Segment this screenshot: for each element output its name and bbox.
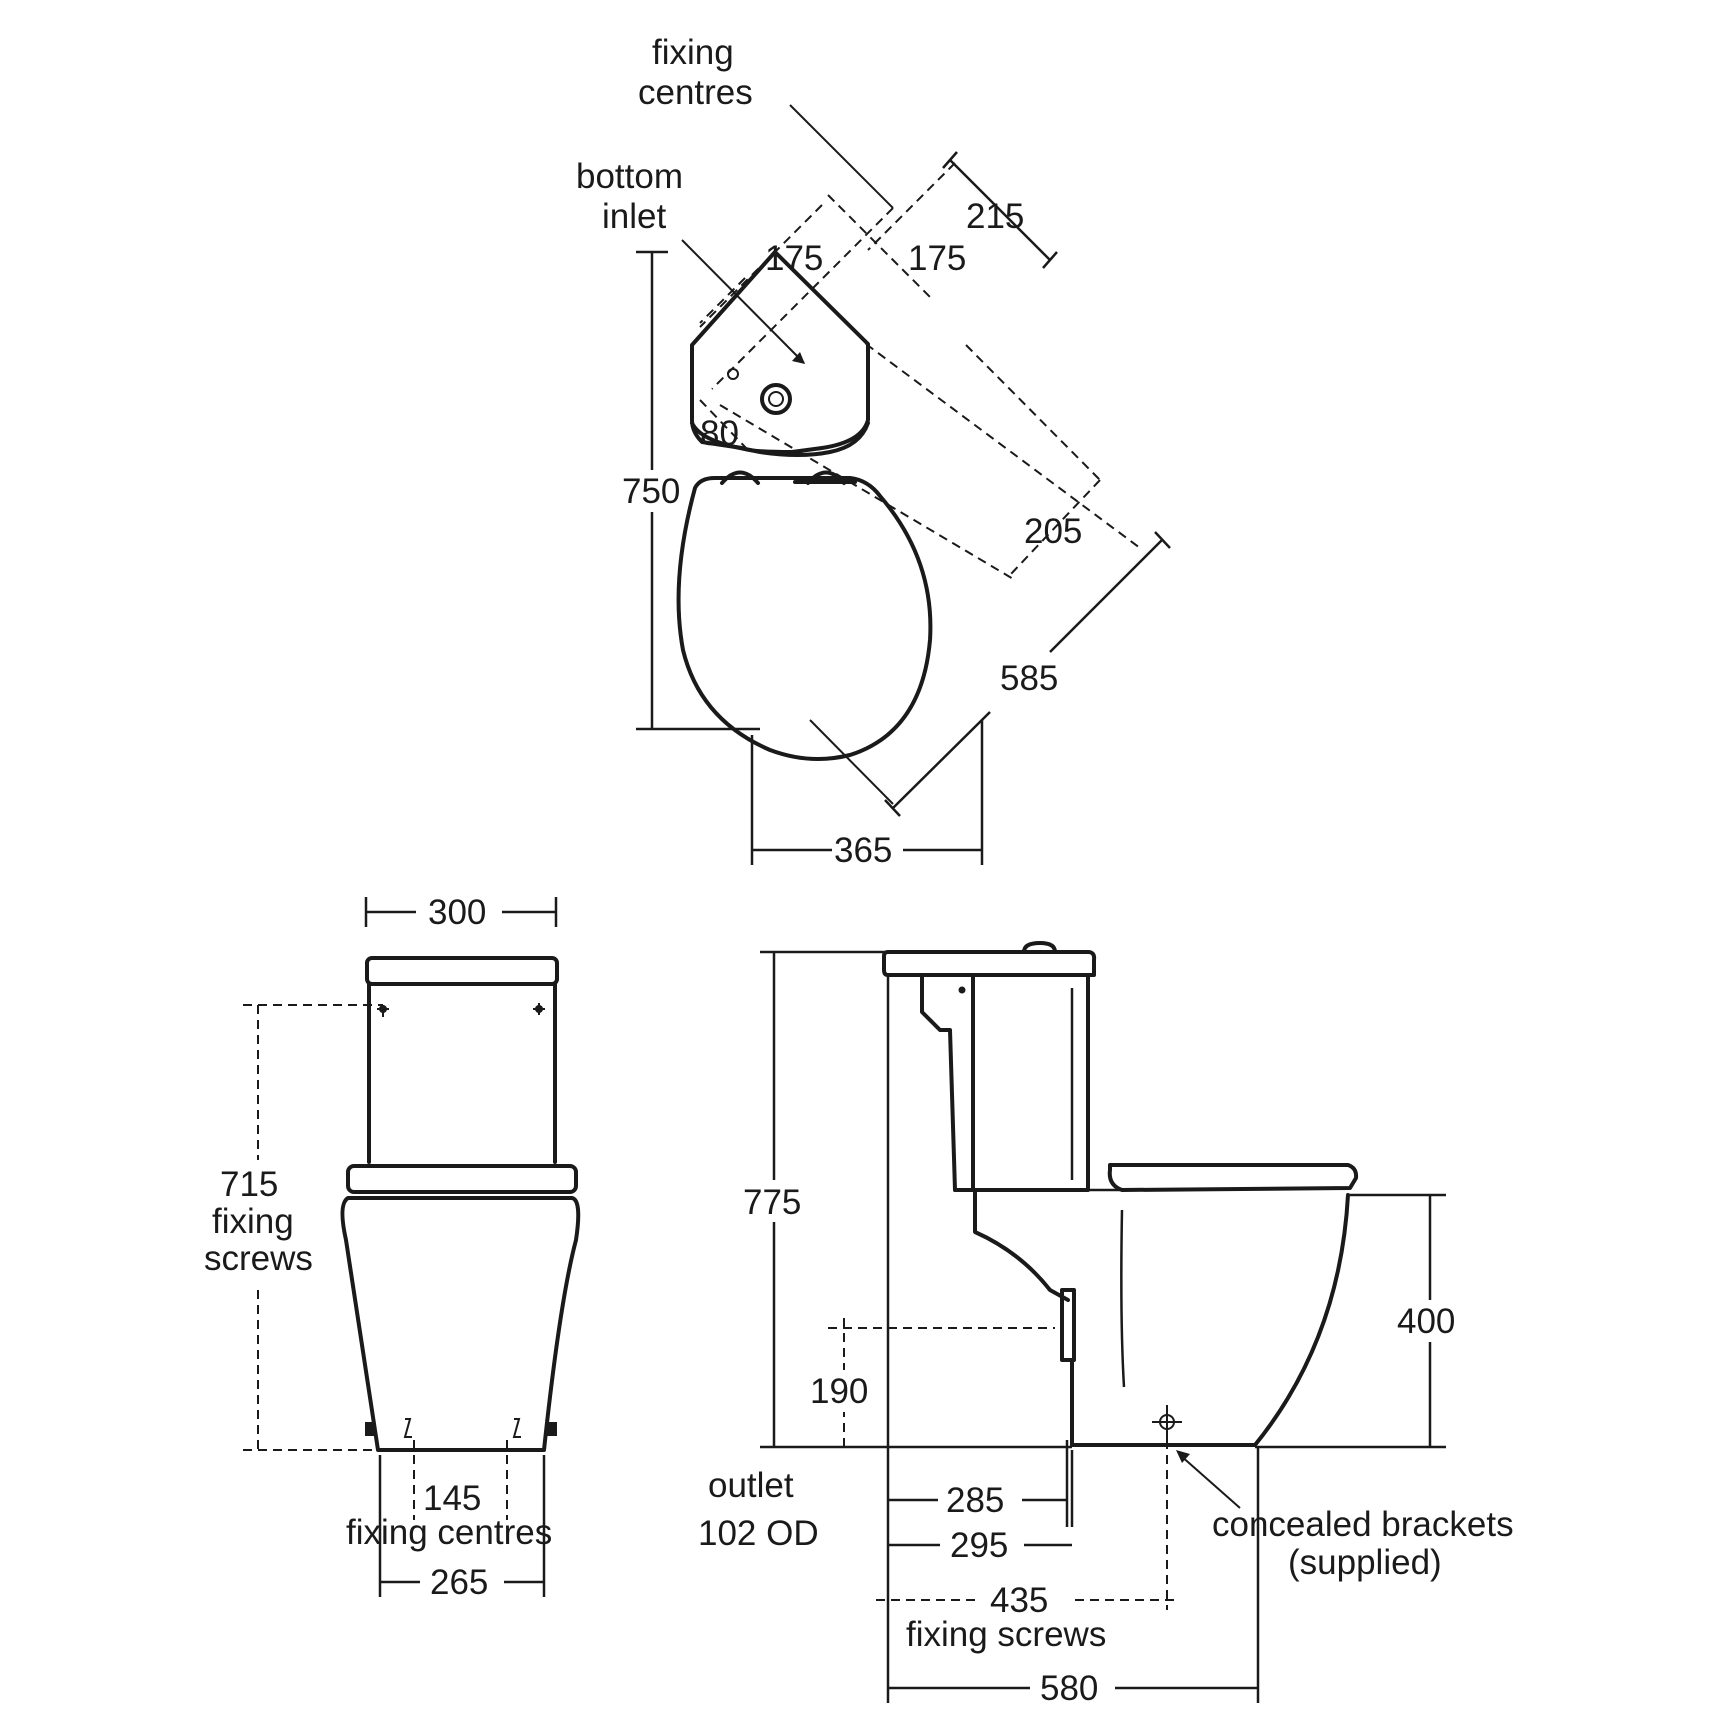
dim-585-line-top: [1049, 539, 1163, 653]
dim-775-label: 775: [743, 1183, 801, 1222]
concealed-bracket-icon: [1152, 1405, 1182, 1440]
side-view: 775 190 outlet 102 OD 285 295 435 fixing…: [698, 941, 1514, 1708]
front-foot-right: [547, 1422, 557, 1436]
concealed-brackets-label-2: (supplied): [1288, 1543, 1442, 1582]
dim-175-left-ext: [827, 194, 934, 301]
dim-715-label: 715: [220, 1165, 278, 1204]
dim-80-ext: [719, 404, 1016, 581]
dim-175-left-label: 175: [765, 239, 823, 278]
outlet-label-2: 102 OD: [698, 1514, 819, 1553]
dim-145-label: 145: [423, 1479, 481, 1518]
dim-580-label: 580: [1040, 1669, 1098, 1708]
dim-585-line-bottom: [892, 711, 991, 809]
front-bracket-right-icon: [512, 1418, 521, 1438]
dim-175-left-dashline: [699, 204, 823, 328]
right-diagonal-dash: [865, 343, 1141, 549]
side-bowl-detail: [1120, 1209, 1126, 1388]
side-screw-icon: [958, 986, 966, 994]
side-outlet-panel: [1060, 1288, 1076, 1362]
side-cistern-body: [971, 973, 1090, 1192]
front-bowl-outline: [340, 1196, 581, 1452]
dim-750-label: 750: [622, 472, 680, 511]
flush-button-icon: [760, 383, 792, 415]
dim-300-label: 300: [428, 893, 486, 932]
dim-190-label: 190: [810, 1372, 868, 1411]
dim-265-label: 265: [430, 1563, 488, 1602]
side-back-support: [920, 973, 975, 1192]
front-seat: [346, 1164, 578, 1194]
front-bracket-left-icon: [403, 1418, 412, 1438]
concealed-brackets-leader: [1179, 1454, 1241, 1509]
bottom-inlet-label-1: bottom: [576, 157, 683, 196]
front-screw-right-icon: [533, 1003, 545, 1015]
fixing-screws-side-label: fixing screws: [906, 1615, 1106, 1654]
dim-585-tick-bottom: [884, 799, 901, 817]
side-bowl-front: [1070, 1193, 1350, 1447]
dim-400-mask: [1395, 1300, 1465, 1342]
fixing-centres-leader: [789, 104, 894, 209]
dim-400-label: 400: [1397, 1302, 1455, 1341]
dim-775-mask: [740, 1180, 810, 1222]
dim-205-line: [1009, 479, 1101, 576]
fixing-centres-label-2: centres: [638, 73, 753, 112]
front-view: 300 715 fixing screws: [200, 893, 581, 1602]
top-seat-outline: [676, 476, 933, 761]
front-cistern-body: [367, 982, 557, 1164]
flush-button-inner: [768, 391, 784, 407]
dim-750-mask: [620, 470, 685, 512]
dim-205-label: 205: [1024, 512, 1082, 551]
front-cistern-lid: [365, 956, 559, 986]
side-flush-button-icon: [1022, 941, 1057, 954]
bottom-inlet-arrow-icon: [792, 352, 805, 364]
fixing-centres-dashline: [711, 207, 894, 390]
dim-215-tick-b: [1042, 251, 1058, 269]
dim-715-mask: [200, 1160, 325, 1290]
left-corner-dash: [699, 277, 746, 324]
concealed-brackets-label-1: concealed brackets: [1212, 1505, 1514, 1544]
dim-215-line: [949, 159, 1051, 261]
fixing-screws-label-1: fixing: [212, 1202, 294, 1241]
side-cistern-lid: [882, 950, 1097, 977]
dim-190-mask: [805, 1370, 880, 1412]
dim-215-ext: [867, 162, 956, 251]
dim-435-label: 435: [990, 1581, 1048, 1620]
dim-80-label: 80: [700, 414, 739, 453]
top-view: 750 365 fixing: [576, 33, 1171, 870]
dim-365-label: 365: [834, 831, 892, 870]
front-foot-left: [365, 1422, 375, 1436]
outlet-label-1: outlet: [708, 1466, 794, 1505]
fixing-centres-label-1: fixing: [652, 33, 734, 72]
top-cistern-bottom: [690, 421, 870, 457]
dim-585-tick-top: [1154, 531, 1171, 549]
dim-175-right-label: 175: [908, 239, 966, 278]
dim-215-tick-a: [942, 151, 958, 169]
bottom-inlet-label-2: inlet: [602, 197, 666, 236]
concealed-brackets-arrow-icon: [1176, 1450, 1190, 1463]
front-screw-left-icon: [377, 1005, 389, 1017]
side-seat: [1107, 1163, 1359, 1192]
fixing-centres-front-label: fixing centres: [346, 1513, 552, 1552]
dim-285-label: 285: [946, 1481, 1004, 1520]
dim-295-label: 295: [950, 1526, 1008, 1565]
fixing-screws-label-2: screws: [204, 1239, 313, 1278]
dim-585-ext: [809, 719, 894, 805]
dim-80-line: [699, 399, 749, 451]
dim-205-ext-top: [965, 344, 1101, 481]
dim-585-label: 585: [1000, 659, 1058, 698]
dim-215-label: 215: [966, 197, 1024, 236]
bottom-inlet-leader: [681, 239, 805, 364]
side-bowl-back: [973, 1188, 1070, 1302]
